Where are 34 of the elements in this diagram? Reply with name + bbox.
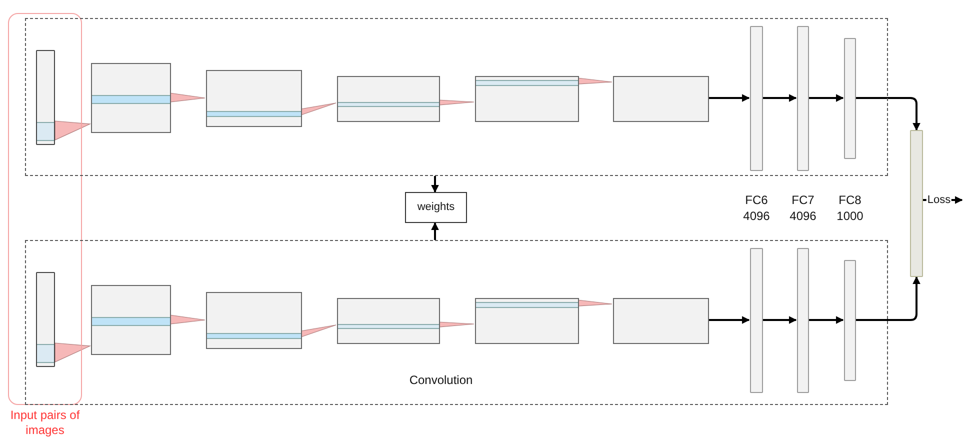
input-image-bar	[36, 50, 55, 145]
arrow	[808, 316, 844, 324]
arrow	[431, 222, 439, 240]
arrow	[762, 316, 797, 324]
feature-map-block	[206, 292, 302, 349]
dashed-group-frame	[25, 240, 888, 405]
layer-caption: FC6 4096	[742, 193, 771, 224]
fc-layer-bar	[844, 260, 856, 381]
fc-layer-bar	[797, 248, 809, 393]
arrow	[762, 94, 797, 102]
feature-map-block	[91, 63, 171, 133]
feature-map-block	[613, 76, 709, 122]
group-label: Convolution	[408, 373, 474, 387]
feature-map-block	[475, 76, 579, 122]
feature-map-block	[613, 298, 709, 344]
layer-caption: FC7 4096	[788, 193, 818, 224]
weights-box	[405, 192, 467, 223]
feature-map-block	[337, 76, 440, 122]
arrow	[708, 94, 750, 102]
feature-map-block	[475, 298, 579, 344]
arrow	[808, 94, 844, 102]
fc-layer-bar	[750, 248, 763, 393]
loss-layer-bar	[910, 130, 923, 277]
arrow	[431, 176, 439, 193]
feature-map-block	[337, 298, 440, 344]
frame-caption: Input pairs of images	[9, 408, 81, 438]
feature-map-block	[91, 285, 171, 355]
layer-caption: FC8 1000	[836, 193, 864, 224]
arrow	[855, 276, 920, 321]
arrow	[855, 97, 920, 131]
input-image-bar	[36, 272, 55, 367]
feature-map-block	[206, 70, 302, 127]
node-label: weights	[417, 200, 455, 214]
arrow	[708, 316, 750, 324]
